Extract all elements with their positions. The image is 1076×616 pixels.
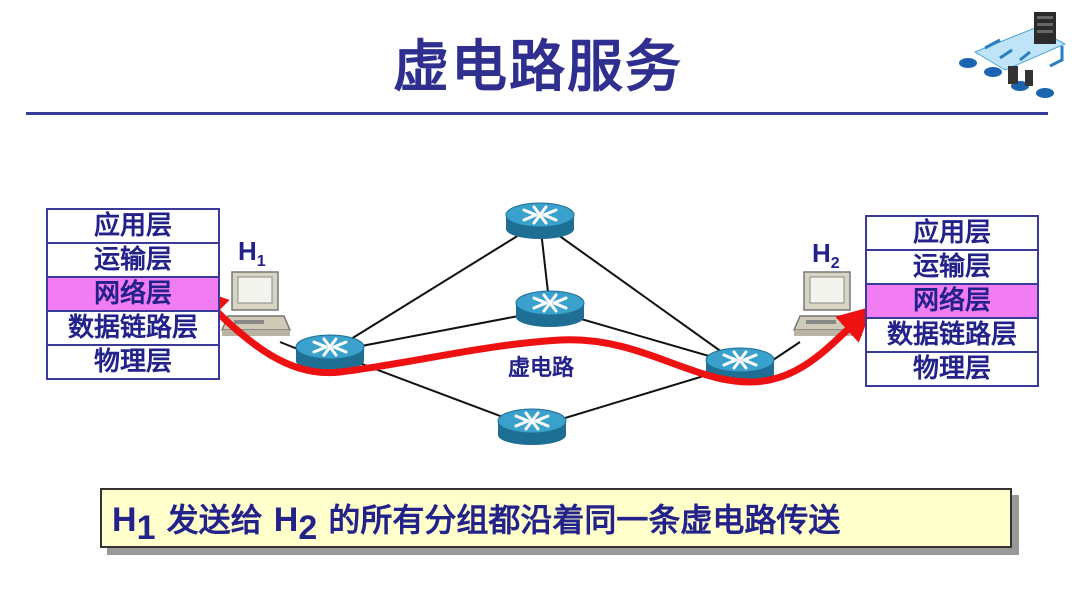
- router-middle: [514, 289, 586, 329]
- layer-3: 数据链路层: [867, 319, 1037, 353]
- title-divider: [26, 112, 1048, 115]
- router-r1: [294, 333, 366, 373]
- protocol-stack-h2: 应用层运输层网络层数据链路层物理层: [865, 215, 1039, 387]
- link-r1-bottom: [329, 351, 533, 429]
- router-bottom: [496, 407, 568, 447]
- layer-3: 数据链路层: [48, 312, 218, 346]
- caption-banner: H1 发送给 H2 的所有分组都沿着同一条虚电路传送: [100, 488, 1012, 548]
- layer-2: 网络层: [867, 285, 1037, 319]
- host-h1-label: H1: [238, 236, 266, 270]
- router-top: [504, 201, 576, 241]
- layer-4: 物理层: [93, 347, 172, 377]
- layer-2: 网络层: [48, 278, 218, 312]
- layer-0: 应用层: [867, 217, 1037, 251]
- corner-network-logo: [959, 12, 1067, 98]
- protocol-stack-h1: 应用层运输层网络层数据链路层物理层: [46, 208, 220, 380]
- layer-4: 物理层: [912, 354, 991, 384]
- page-title: 虚电路服务: [393, 35, 683, 100]
- layer-0: 应用层: [48, 210, 218, 244]
- host-h2-label: H2: [812, 238, 840, 272]
- layer-1: 运输层: [867, 251, 1037, 285]
- layer-1: 运输层: [48, 244, 218, 278]
- link-r2-h2: [769, 341, 801, 363]
- virtual-circuit-label: 虚电路: [508, 356, 575, 381]
- virtual-circuit-path: [192, 287, 874, 386]
